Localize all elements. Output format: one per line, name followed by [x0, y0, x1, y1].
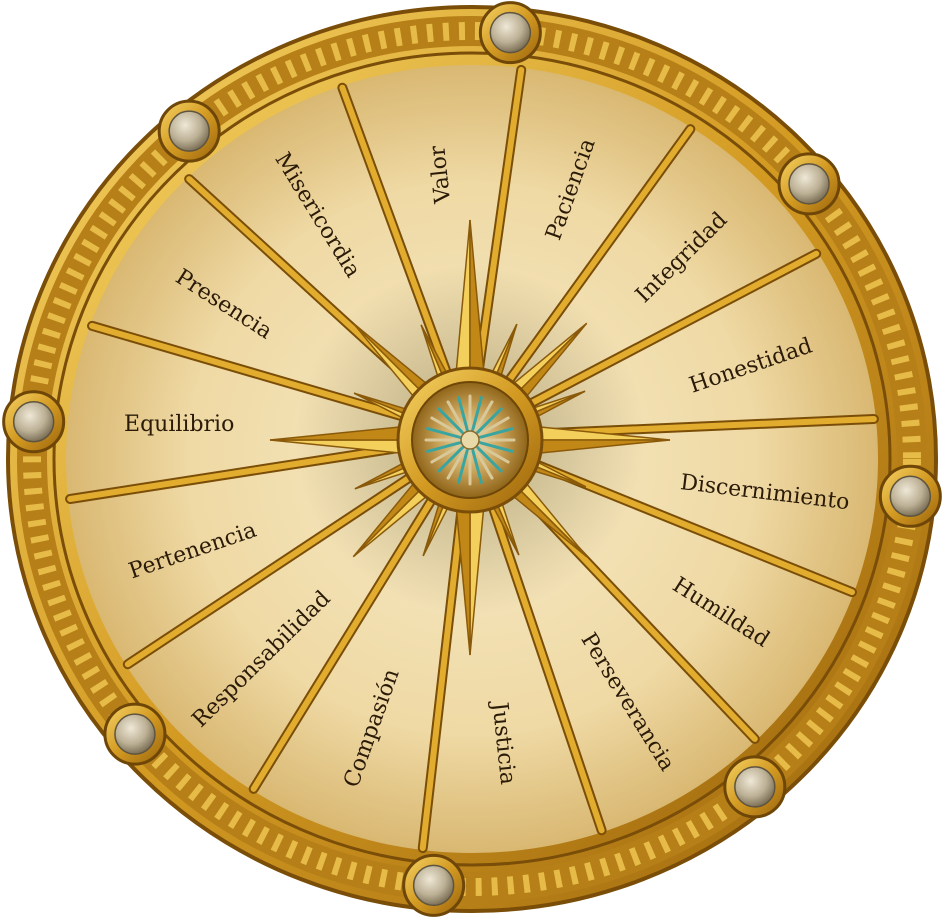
gem-petal [446, 447, 467, 480]
gem-petal [430, 443, 463, 464]
gem-petal [437, 445, 465, 473]
gem-petal [471, 448, 483, 485]
spoke [518, 250, 820, 412]
segment-label: Equilibrio [124, 412, 234, 437]
gem-petal [473, 447, 494, 480]
gem-petal [477, 443, 510, 464]
stud-icon [788, 163, 830, 205]
spoke [67, 443, 414, 503]
hub-gem-icon [424, 394, 516, 486]
spoke [499, 126, 694, 393]
gem-petal [457, 395, 469, 432]
gem-petal [425, 441, 462, 453]
spoke [89, 322, 417, 423]
gem-petal [437, 407, 465, 435]
stud-icon [489, 11, 532, 54]
stud-icon [412, 864, 455, 907]
gem-core [460, 430, 480, 450]
spoke [474, 66, 525, 384]
gem-petal [425, 427, 462, 439]
segment-label: Valor [425, 144, 456, 206]
spoke [250, 487, 441, 792]
gem-petal [457, 448, 469, 485]
gem-petal [446, 400, 467, 433]
gem-petal [477, 416, 510, 437]
spoke [523, 457, 855, 596]
rope-band-texture [23, 22, 921, 896]
gem-petal [475, 407, 503, 435]
gem-petal [430, 416, 463, 437]
stud-icon [168, 110, 210, 152]
gem-petal [471, 395, 483, 432]
spoke [124, 468, 422, 668]
gem-petal [475, 445, 503, 473]
stud-icon [734, 766, 776, 808]
spoke [339, 84, 454, 387]
gem-petal [478, 427, 515, 439]
gem-petal [478, 441, 515, 453]
stud-icon [114, 713, 156, 755]
stud-icon [889, 475, 932, 518]
stud-icon [12, 400, 55, 443]
gem-petal [473, 400, 494, 433]
spoke [419, 496, 466, 852]
spoke [486, 493, 605, 834]
